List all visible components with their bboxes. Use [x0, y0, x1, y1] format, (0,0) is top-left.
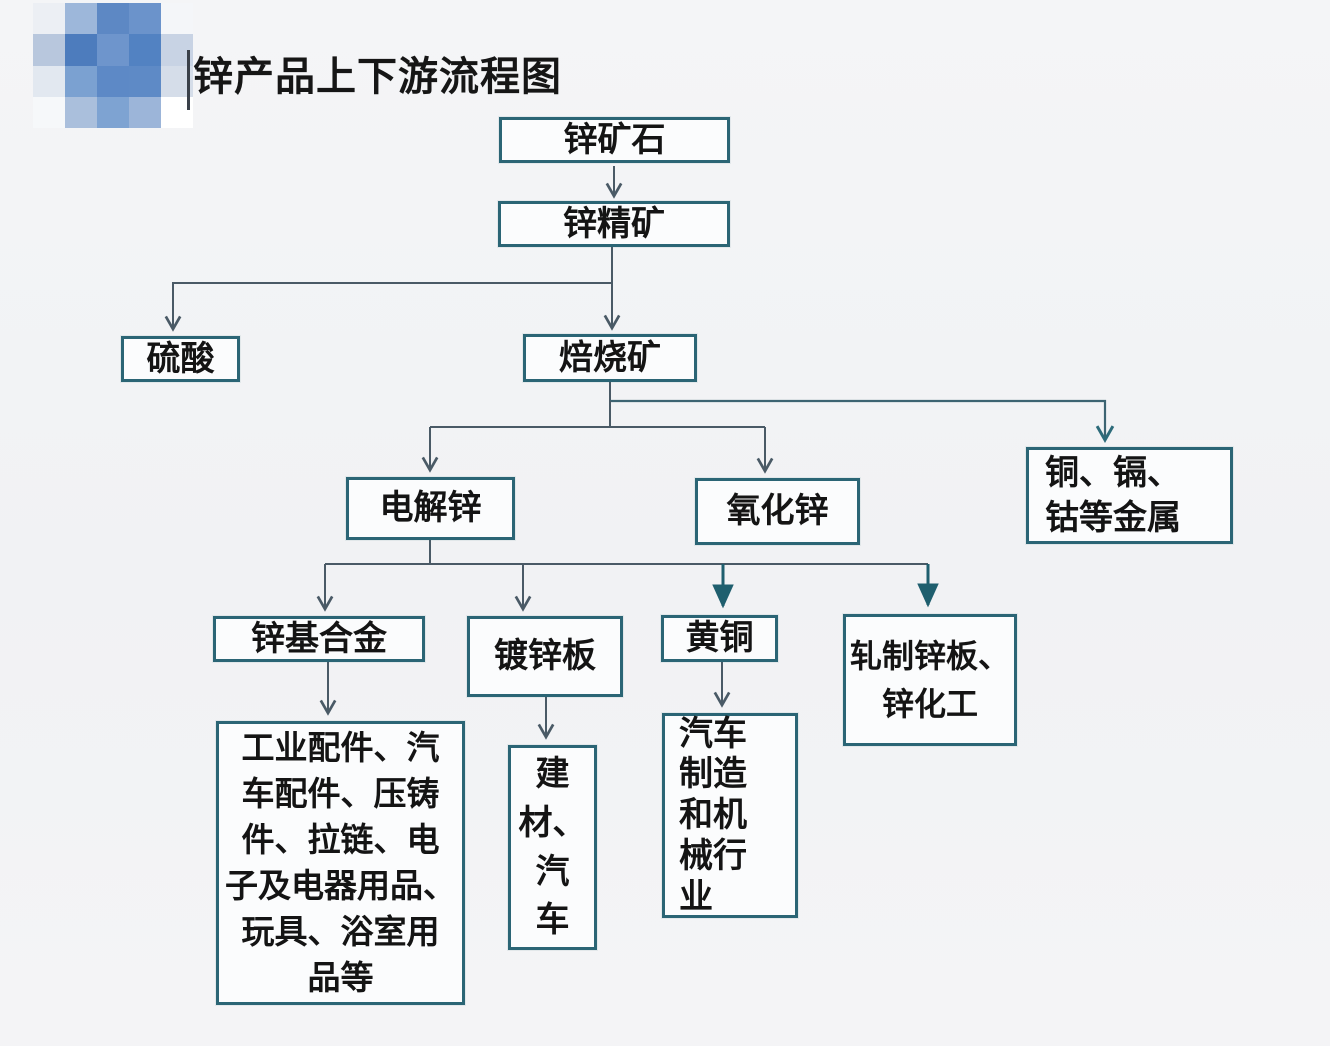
node-electrolytic-zinc-label: 电解锌 — [379, 488, 482, 529]
node-zinc-oxide-label: 氧化锌 — [726, 491, 829, 532]
node-roasted-ore: 焙烧矿 — [523, 334, 697, 382]
node-auto-machinery-label: 汽车 制造 和机 械行 业 — [679, 713, 747, 917]
node-rolled-zinc: 轧制锌板、 锌化工 — [843, 614, 1017, 746]
node-building-auto-label: 建 材、 汽 车 — [518, 753, 587, 941]
node-zinc-alloy-label: 锌基合金 — [251, 618, 387, 659]
blurred-logo — [33, 3, 193, 128]
node-galvanized-sheet-label: 镀锌板 — [494, 636, 596, 677]
node-other-metals: 铜、镉、 钴等金属 — [1026, 447, 1233, 544]
node-brass-label: 黄铜 — [685, 618, 754, 659]
node-zinc-alloy: 锌基合金 — [213, 616, 425, 662]
node-sulfuric-acid: 硫酸 — [121, 336, 240, 382]
node-zinc-concentrate-label: 锌精矿 — [563, 203, 665, 244]
node-zinc-concentrate: 锌精矿 — [498, 201, 730, 247]
node-alloy-products-label: 工业配件、汽 车配件、压铸 件、拉链、电 子及电器用品、 玩具、浴室用 品等 — [225, 728, 456, 997]
node-auto-machinery: 汽车 制造 和机 械行 业 — [662, 713, 798, 918]
logo-edge-mark — [187, 50, 190, 110]
node-zinc-ore: 锌矿石 — [499, 117, 730, 163]
node-galvanized-sheet: 镀锌板 — [467, 616, 623, 697]
node-other-metals-label: 铜、镉、 钴等金属 — [1045, 452, 1181, 538]
node-brass: 黄铜 — [661, 615, 778, 662]
page-title: 锌产品上下游流程图 — [193, 54, 562, 100]
node-zinc-oxide: 氧化锌 — [695, 478, 860, 545]
node-rolled-zinc-label: 轧制锌板、 锌化工 — [849, 637, 1010, 723]
node-sulfuric-acid-label: 硫酸 — [146, 338, 215, 379]
node-electrolytic-zinc: 电解锌 — [346, 477, 515, 540]
node-building-auto: 建 材、 汽 车 — [508, 745, 597, 950]
node-roasted-ore-label: 焙烧矿 — [559, 337, 661, 378]
node-zinc-ore-label: 锌矿石 — [563, 119, 666, 160]
node-alloy-products: 工业配件、汽 车配件、压铸 件、拉链、电 子及电器用品、 玩具、浴室用 品等 — [216, 721, 465, 1005]
